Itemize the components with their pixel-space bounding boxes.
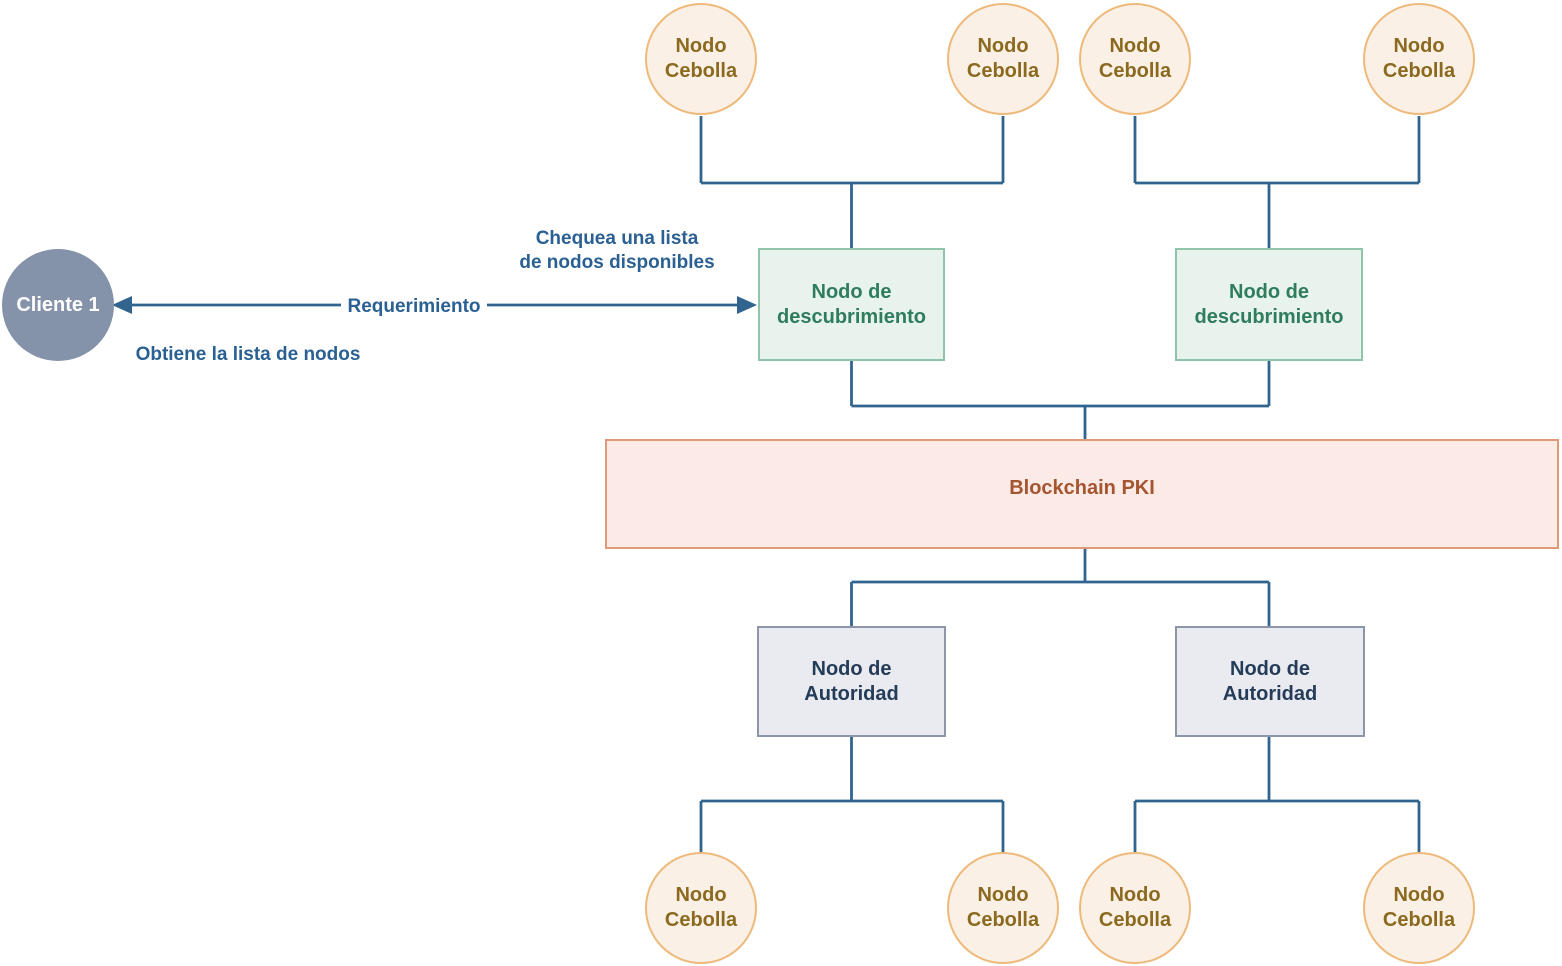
- onion-node-label-line1: Nodo: [675, 884, 727, 906]
- onion-node-label-line1: Nodo: [1109, 35, 1161, 57]
- onion-node-top-2: Nodo Cebolla: [947, 3, 1059, 115]
- discovery-node-label-line2: descubrimiento: [777, 305, 926, 328]
- onion-node-label-line1: Nodo: [1393, 35, 1445, 57]
- onion-node-label-line1: Nodo: [1393, 884, 1445, 906]
- discovery-node-label-line1: Nodo de: [811, 280, 892, 303]
- authority-node-label-line1: Nodo de: [1230, 657, 1310, 680]
- onion-node-top-4: Nodo Cebolla: [1363, 3, 1475, 115]
- blockchain-pki-node: Blockchain PKI: [605, 439, 1559, 549]
- onion-node-label-line2: Cebolla: [664, 60, 738, 82]
- onion-node-label-line1: Nodo: [977, 35, 1029, 57]
- onion-node-top-3: Nodo Cebolla: [1079, 3, 1191, 115]
- label-check-node-list-line2: de nodos disponibles: [519, 251, 715, 273]
- authority-node-label-line1: Nodo de: [811, 657, 892, 680]
- arrowhead-to-client: [112, 296, 132, 314]
- label-request-text: Requerimiento: [347, 296, 481, 317]
- authority-node-label-line2: Autoridad: [1222, 682, 1318, 705]
- label-obtain-list: Obtiene la lista de nodos: [132, 343, 364, 367]
- label-check-node-list: Chequea una lista de nodos disponibles: [487, 227, 747, 275]
- blockchain-pki-label: Blockchain PKI: [1009, 476, 1155, 499]
- discovery-node-label-line1: Nodo de: [1229, 280, 1309, 303]
- onion-node-label-line2: Cebolla: [966, 60, 1040, 82]
- onion-node-label-line2: Cebolla: [664, 909, 738, 931]
- onion-node-label-line2: Cebolla: [1382, 60, 1456, 82]
- label-obtain-list-text: Obtiene la lista de nodos: [135, 344, 361, 365]
- onion-node-top-1: Nodo Cebolla: [645, 3, 757, 115]
- onion-node-label-line1: Nodo: [675, 35, 727, 57]
- arrowhead-to-discovery: [737, 296, 757, 314]
- tree-connectors: [128, 116, 1421, 853]
- onion-node-label-line2: Cebolla: [966, 909, 1040, 931]
- discovery-node-left: Nodo de descubrimiento: [758, 248, 945, 361]
- authority-node-left: Nodo de Autoridad: [757, 626, 946, 737]
- authority-node-label-line2: Autoridad: [804, 682, 899, 705]
- authority-node-right: Nodo de Autoridad: [1175, 626, 1365, 737]
- onion-node-label-line2: Cebolla: [1098, 60, 1172, 82]
- discovery-node-label-line2: descubrimiento: [1194, 305, 1344, 328]
- onion-node-bottom-3: Nodo Cebolla: [1079, 852, 1191, 964]
- client-label: Cliente 1: [16, 293, 100, 316]
- onion-node-bottom-2: Nodo Cebolla: [947, 852, 1059, 964]
- onion-node-bottom-4: Nodo Cebolla: [1363, 852, 1475, 964]
- onion-node-label-line2: Cebolla: [1382, 909, 1456, 931]
- discovery-node-right: Nodo de descubrimiento: [1175, 248, 1363, 361]
- onion-node-label-line1: Nodo: [977, 884, 1029, 906]
- client-node: Cliente 1: [2, 249, 114, 361]
- onion-node-label-line1: Nodo: [1109, 884, 1161, 906]
- label-request: Requerimiento: [344, 295, 484, 319]
- onion-node-label-line2: Cebolla: [1098, 909, 1172, 931]
- onion-node-bottom-1: Nodo Cebolla: [645, 852, 757, 964]
- label-check-node-list-line1: Chequea una lista: [535, 228, 699, 249]
